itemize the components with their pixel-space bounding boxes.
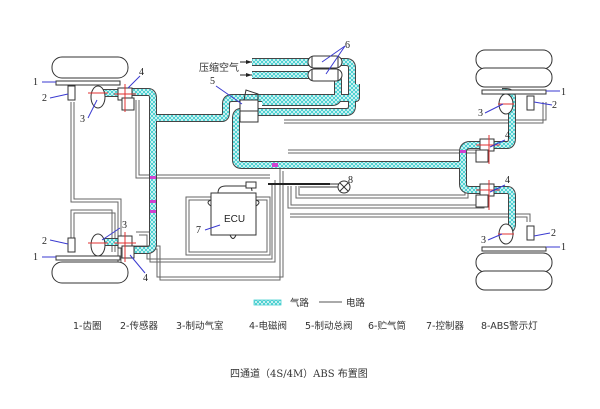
callout-7: 7 — [196, 225, 201, 236]
callout-4-fr-bottom: 4 — [505, 175, 510, 186]
key-item-1: 1-齿圈 — [73, 321, 101, 332]
callout-1-rl: 1 — [33, 252, 38, 263]
air-tanks — [307, 55, 343, 82]
wheel-front-right — [475, 49, 553, 164]
key-item-5: 5-制动总阀 — [305, 320, 352, 332]
callout-1-rr: 1 — [561, 242, 566, 253]
callout-1-fr: 1 — [561, 87, 566, 98]
callout-3-fr: 3 — [478, 108, 483, 119]
key-item-4: 4-电磁阀 — [249, 320, 287, 332]
callout-numbers: 1 2 3 4 5 6 7 8 1 2 3 4 1 2 3 4 4 3 2 1 … — [33, 40, 566, 284]
air-circuit — [96, 58, 516, 254]
legend-air-swatch — [253, 299, 282, 306]
ecu-controller: ECU — [207, 181, 260, 239]
key-item-8: 8-ABS警示灯 — [481, 320, 538, 332]
callout-6: 6 — [345, 40, 350, 51]
abs-warning-lamp — [300, 180, 351, 194]
legend-air-label: 气路 — [290, 297, 310, 309]
callout-3-fl: 3 — [80, 114, 85, 125]
wheel-rear-right — [475, 180, 553, 291]
legend-electric-label: 电路 — [346, 297, 366, 309]
diagram-caption: 四通道（4S/4M）ABS 布置图 — [230, 367, 368, 380]
callout-2-fl: 2 — [42, 93, 47, 104]
brake-master-valve — [239, 89, 259, 123]
compressed-air-label: 压缩空气 — [199, 61, 239, 74]
leader-lines — [42, 45, 560, 274]
crossing-marks — [150, 150, 466, 213]
callout-3-rl: 3 — [122, 220, 127, 231]
callout-4-rl: 4 — [143, 273, 148, 284]
callout-4-fl: 4 — [139, 67, 144, 78]
ecu-label: ECU — [224, 214, 245, 225]
callout-4-fr-top: 4 — [505, 130, 510, 141]
key-item-3: 3-制动气室 — [176, 320, 223, 332]
wheel-rear-left — [51, 232, 136, 284]
key-item-7: 7-控制器 — [426, 320, 464, 332]
key-item-2: 2-传感器 — [120, 320, 158, 332]
wheel-front-left — [51, 56, 136, 112]
callout-5: 5 — [210, 76, 215, 87]
components-key: 1-齿圈 2-传感器 3-制动气室 4-电磁阀 5-制动总阀 6-贮气筒 7-控… — [73, 320, 538, 332]
legend: 气路 电路 — [253, 297, 366, 309]
callout-2-rr: 2 — [551, 228, 556, 239]
callout-1-fl: 1 — [33, 77, 38, 88]
callout-2-rl: 2 — [42, 236, 47, 247]
compressed-air-inlets — [240, 60, 252, 77]
key-item-6: 6-贮气筒 — [368, 320, 406, 332]
callout-3-rr: 3 — [481, 235, 486, 246]
callout-8: 8 — [348, 175, 353, 186]
callout-2-fr: 2 — [552, 100, 557, 111]
